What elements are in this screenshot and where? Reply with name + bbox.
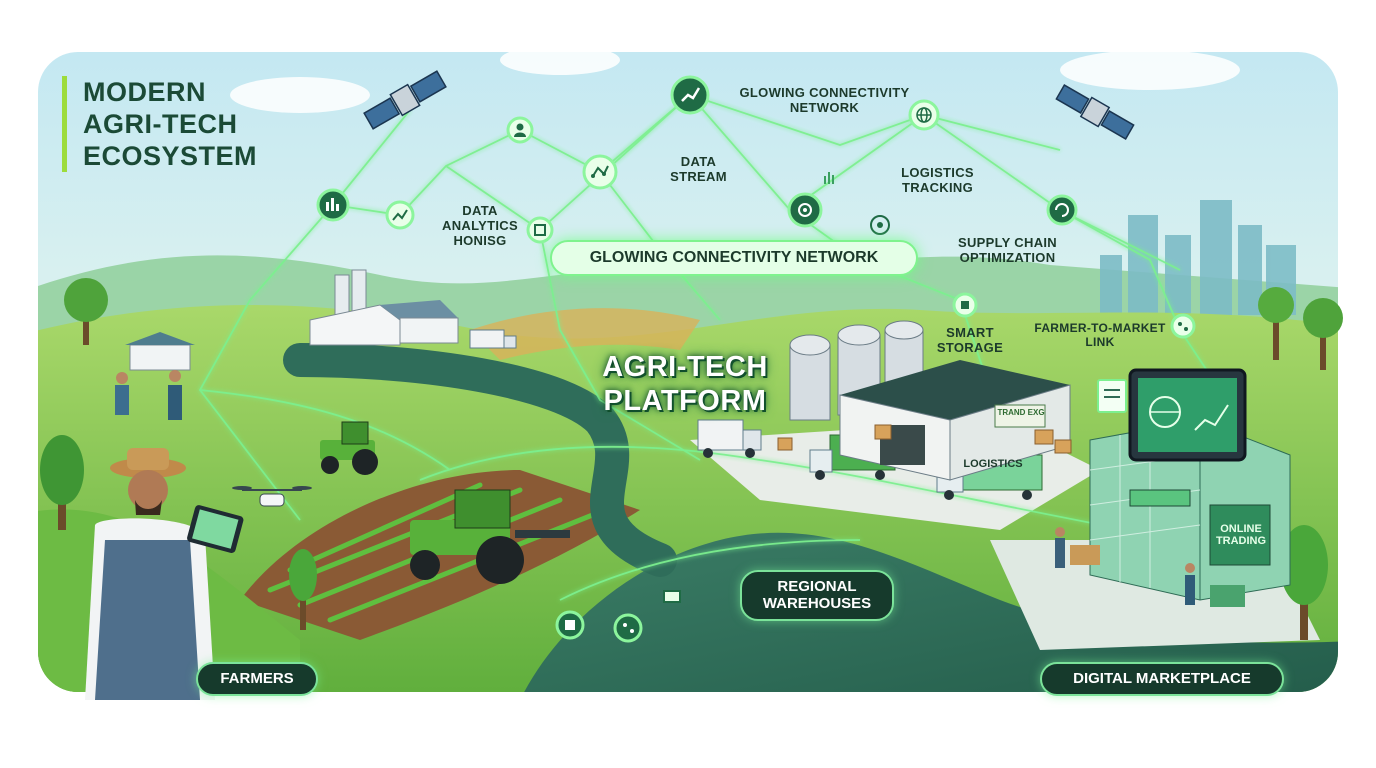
label-line: STORAGE (936, 339, 1004, 355)
label-line: WAREHOUSES (762, 595, 872, 613)
cargo-boxes (777, 424, 1072, 454)
satellite-icon (1055, 84, 1135, 140)
marketplace-people (1055, 527, 1245, 607)
monitor-icon (1128, 368, 1247, 462)
label-line: HONISG (453, 232, 507, 248)
truck-icon (469, 329, 517, 349)
user-icon (506, 116, 534, 144)
platform-title: AGRI-TECH PLATFORM (575, 350, 795, 418)
cube-network-icon (870, 215, 890, 235)
title-line: MODERN (83, 77, 206, 107)
label-line: LINK (1085, 334, 1115, 349)
farm-buildings (125, 269, 459, 371)
distant-farmers (115, 370, 182, 420)
truck-icon (697, 419, 762, 458)
bar-chart-icon (670, 75, 710, 115)
network-graph-icon (582, 154, 618, 190)
network-banner: GLOWING CONNECTIVITY NETWORK (550, 240, 918, 276)
refresh-icon (1046, 194, 1078, 226)
label-line: SMART (946, 325, 994, 340)
farmer-to-market-label: FARMER-TO-MARKET LINK (1025, 321, 1175, 350)
storage-icon (555, 610, 585, 640)
label-line: REGIONAL (777, 578, 857, 595)
data-stream-label: DATA STREAM (656, 154, 741, 185)
online-trading-sign: ONLINE TRADING (1212, 523, 1270, 547)
logistics-sign: LOGISTICS (963, 458, 1023, 470)
label-line: DATA (462, 203, 498, 218)
sign-line: ONLINE (1220, 523, 1262, 535)
distant-field-stripes (470, 308, 700, 360)
tractor-icon (410, 489, 570, 584)
satellite-icon (363, 70, 447, 130)
label-line: TRACKING (901, 179, 973, 195)
network-nodes (316, 75, 1196, 643)
winding-road (283, 343, 677, 577)
label-line: GLOWING CONNECTIVITY (739, 85, 910, 100)
clouds (230, 52, 1240, 113)
smart-storage-label: SMART STORAGE (930, 325, 1010, 356)
supply-chain-label: SUPPLY CHAIN OPTIMIZATION (940, 235, 1075, 266)
label-line: NETWORK (789, 99, 860, 115)
network-graph-icon (1170, 313, 1196, 339)
storage-icon (952, 292, 978, 318)
data-analytics-label: DATA ANALYTICS HONISG (430, 203, 530, 249)
bar-chart-icon (316, 188, 350, 222)
label-line: STREAM (670, 168, 727, 184)
sign-line: TRADING (1215, 535, 1267, 547)
document-icon (1097, 379, 1127, 413)
label-line: DATA (680, 154, 717, 169)
trend-chart-icon (385, 200, 415, 230)
network-label-top: GLOWING CONNECTIVITY NETWORK (722, 85, 927, 116)
main-road (520, 532, 1338, 692)
page-title: MODERN AGRI-TECH ECOSYSTEM (62, 76, 257, 172)
warehouse-sign: TRAND EXG (997, 408, 1045, 417)
trees (40, 278, 1343, 640)
logistics-tracking-label: LOGISTICS TRACKING (890, 165, 985, 196)
platform-line: PLATFORM (603, 385, 767, 417)
label-line: FARMER-TO-MARKET (1034, 321, 1166, 335)
digital-marketplace-label: DIGITAL MARKETPLACE (1040, 662, 1284, 696)
cube-network-icon (787, 192, 823, 228)
monitor-icon (663, 590, 681, 603)
warehouse-building (839, 360, 1071, 481)
farmer-with-tablet (85, 448, 244, 700)
label-line: LOGISTICS (901, 165, 974, 180)
label-line: ANALYTICS (442, 217, 518, 233)
label-line: OPTIMIZATION (959, 249, 1056, 265)
farmers-label: FARMERS (196, 662, 318, 696)
marketplace-building (1089, 419, 1291, 601)
storage-icon (526, 216, 554, 244)
network-graph-icon (613, 613, 643, 643)
title-line: AGRI-TECH (83, 109, 238, 139)
drone-icon (232, 486, 312, 507)
warehouses-label: REGIONAL WAREHOUSES (740, 570, 894, 621)
platform-line: AGRI-TECH (602, 351, 768, 383)
title-line: ECOSYSTEM (83, 141, 258, 171)
tractor-icon (320, 421, 378, 475)
bar-chart-icon (824, 172, 834, 184)
globe-icon (908, 99, 940, 131)
label-line: SUPPLY CHAIN (958, 235, 1057, 250)
